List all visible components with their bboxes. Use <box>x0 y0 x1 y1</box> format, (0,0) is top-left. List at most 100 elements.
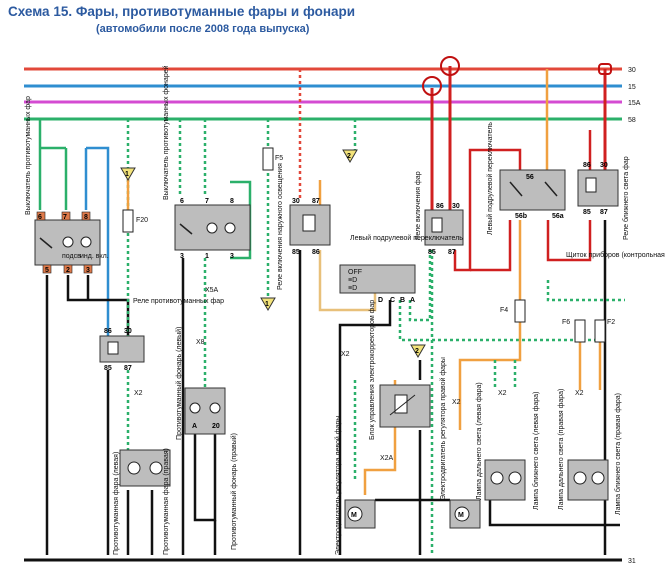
fuse-f4 <box>574 319 586 343</box>
relay-coil <box>107 341 119 355</box>
label-rear-fog-left: Противотуманный фонарь (левый) <box>175 327 183 440</box>
label-leveling-unit: Блок управления электрокорректором фар <box>369 300 376 440</box>
motor-left-icon <box>347 506 363 522</box>
pin-box <box>83 264 93 274</box>
low-beam-right-icon <box>591 471 605 485</box>
relay-coil <box>302 214 316 232</box>
lamp-label-indicator: инд. вкл. <box>80 253 109 260</box>
regulator-symbol <box>394 394 408 414</box>
wire <box>193 430 217 522</box>
switch-contact <box>179 223 193 235</box>
headlight-relay-box <box>424 209 464 246</box>
pin-label: 85 <box>104 365 112 372</box>
wire <box>488 500 620 527</box>
marker-label: 1 <box>265 301 269 308</box>
marker-triangle-2 <box>342 149 358 163</box>
marker-label: 2 <box>415 348 419 355</box>
pin-label: 85 <box>583 209 591 216</box>
pin-box <box>81 211 91 221</box>
pin-label: C <box>390 297 395 304</box>
low-beam-relay-box <box>577 169 619 207</box>
pin-label: D <box>378 297 383 304</box>
pin-label: 30 <box>124 328 132 335</box>
pin-box <box>61 211 71 221</box>
connector-x8: X8 <box>196 339 205 346</box>
switch-position-off: OFF <box>348 269 362 276</box>
marker-triangle-1 <box>120 167 136 181</box>
motor-left-symbol: M <box>351 512 357 519</box>
pin-box <box>36 211 46 221</box>
label-motor-right: Электродвигатель регулятора правой фары <box>439 357 447 500</box>
bus-label-30: 30 <box>628 67 636 74</box>
component-labels: Выключатель противотуманных фар Выключат… <box>25 65 666 555</box>
wire <box>453 148 522 272</box>
marker-label: 1 <box>125 171 129 178</box>
fuse-f2 <box>262 147 274 171</box>
regulator-arrow <box>389 394 416 416</box>
lamp-symbol <box>224 222 236 234</box>
pin-label: 1 <box>205 253 209 260</box>
fuse-f6 <box>594 319 606 343</box>
pin-label: 8 <box>230 198 234 205</box>
pin-label: 86 <box>104 328 112 335</box>
pin-label: 56 <box>526 174 534 181</box>
connector-x2: X2 <box>134 390 143 397</box>
pin-label: 30 <box>600 162 608 169</box>
label-fog-rear-switch: Выключатель противотуманных фонарей <box>162 65 170 200</box>
bus-label-15a: 15A <box>628 100 641 107</box>
pin-label: 7 <box>205 198 209 205</box>
pin-label: B <box>400 297 405 304</box>
rear-fog-left-icon <box>189 402 201 414</box>
relay-coil <box>431 217 443 233</box>
marker-label: 2 <box>347 153 351 160</box>
label-low-right: Лампа ближнего света (правая фара) <box>614 393 622 515</box>
label-fog-relay: Реле противотуманных фар <box>133 298 224 305</box>
bus-label-31: 31 <box>628 558 636 565</box>
pin-label: 30 <box>292 198 300 205</box>
wire <box>338 300 392 555</box>
label-fog-lamp-left: Противотуманная фара (левая) <box>113 452 120 555</box>
label-fog-front-switch: Выключатель противотуманных фар <box>25 96 32 215</box>
label-left-stalk: Левый подрулевой переключатель <box>486 122 494 235</box>
pin-label: A <box>410 297 415 304</box>
marker-triangle-3 <box>260 297 276 311</box>
lamp-symbol <box>80 236 92 248</box>
components: подсв инд. вкл. 6 7 8 5 2 3 86 30 85 87 … <box>34 56 619 529</box>
connector-x2a: X2A <box>380 455 394 462</box>
pin-label: 30 <box>452 203 460 210</box>
label-low-beam-relay: Реле ближнего света фар <box>622 156 630 240</box>
pin-label: 87 <box>448 249 456 256</box>
left-column-switch-box <box>339 264 416 294</box>
fuse-label-f4: F6 <box>562 319 570 326</box>
pin-label: 56a <box>552 213 564 220</box>
switch-contact <box>39 237 53 249</box>
pin-label: 6 <box>180 198 184 205</box>
pin-box <box>42 264 52 274</box>
pin-label: 20 <box>212 423 220 430</box>
label-fog-lamp-right: Противотуманная фара (правая) <box>163 448 170 555</box>
wire <box>66 275 130 336</box>
lamp-symbol <box>206 222 218 234</box>
motor-right-icon <box>454 506 470 522</box>
pin-label: 87 <box>600 209 608 216</box>
bus-label-58: 58 <box>628 117 636 124</box>
pin-label: 3 <box>86 267 90 274</box>
pin-label: 5 <box>45 267 49 274</box>
fuse-label-f20: F20 <box>136 217 148 224</box>
pin-label: 56b <box>515 213 527 220</box>
switch-position-high: ≡D <box>348 285 357 292</box>
fog-lamp-right-icon <box>149 461 163 475</box>
label-high-left: Лампа дальнего света (левая фара) <box>476 382 483 500</box>
connector-x2-d: X2 <box>498 390 507 397</box>
highlight-circle <box>440 56 460 76</box>
label-rear-fog-right: Противотуманный фонарь (правый) <box>230 433 238 550</box>
pin-label: 3 <box>180 253 184 260</box>
fuse-label-f5: F4 <box>500 307 508 314</box>
wire <box>546 220 592 262</box>
page-title: Схема 15. Фары, противотуманные фары и ф… <box>8 4 355 19</box>
pin-label: 87 <box>312 198 320 205</box>
connector-x2-e: X2 <box>575 390 584 397</box>
wire <box>458 300 522 430</box>
high-beam-right-icon <box>573 471 587 485</box>
